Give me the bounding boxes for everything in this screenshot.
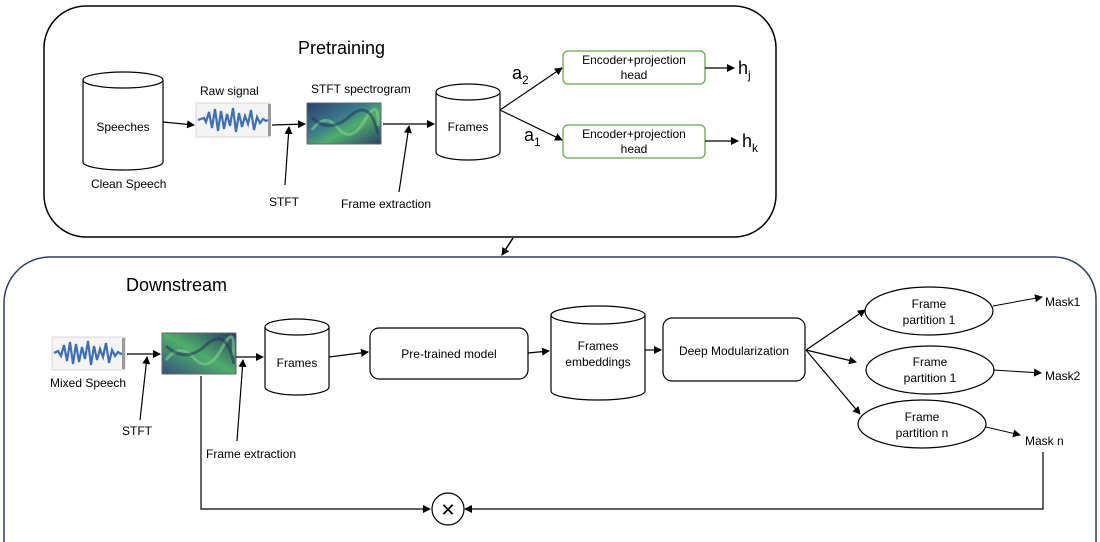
pretrained-model-box: Pre-trained model xyxy=(369,327,529,380)
mask2-label: Mask2 xyxy=(1045,369,1081,383)
deep-modularization-box: Deep Modularization xyxy=(662,317,806,382)
output-hj-label: hj xyxy=(738,58,751,82)
svg-text:partition 1: partition 1 xyxy=(904,371,957,385)
frame-partition-1: Frame partition 1 xyxy=(864,286,994,336)
svg-text:Encoder+projection: Encoder+projection xyxy=(582,53,686,67)
svg-text:head: head xyxy=(621,142,648,156)
augmentation-a2-label: a2 xyxy=(512,63,529,87)
mixed-speech-waveform-icon xyxy=(51,336,126,371)
downstream-panel: Downstream Mixed Speech STFT Frames Fram… xyxy=(3,256,1097,542)
frame-partition-n: Frame partition n xyxy=(857,399,987,449)
svg-text:Deep Modularization: Deep Modularization xyxy=(679,344,789,358)
frame-partition-2: Frame partition 1 xyxy=(865,345,995,395)
svg-text:Pre-trained model: Pre-trained model xyxy=(401,347,496,361)
frame-extraction-label: Frame extraction xyxy=(341,197,431,211)
pretraining-to-downstream-arrow xyxy=(501,237,514,256)
svg-text:embeddings: embeddings xyxy=(565,355,630,369)
stft-label: STFT xyxy=(122,424,153,438)
speeches-label: Speeches xyxy=(96,120,149,134)
frames-label: Frames xyxy=(277,356,318,370)
svg-text:partition n: partition n xyxy=(896,426,949,440)
output-hk-label: hk xyxy=(742,131,759,155)
pretraining-panel: Pretraining Speeches Clean Speech Raw si… xyxy=(43,5,777,238)
raw-signal-label: Raw signal xyxy=(200,84,259,98)
downstream-frame xyxy=(3,256,1097,542)
mixed-spectrogram-image xyxy=(161,332,237,375)
mask-n-label: Mask n xyxy=(1025,434,1064,448)
encoder-projection-top: Encoder+projection head xyxy=(562,50,706,85)
clean-speech-label: Clean Speech xyxy=(91,177,166,191)
svg-text:Frame: Frame xyxy=(913,355,948,369)
svg-text:Encoder+projection: Encoder+projection xyxy=(582,127,686,141)
stft-spectrogram-label: STFT spectrogram xyxy=(311,82,411,96)
mask1-label: Mask1 xyxy=(1045,295,1081,309)
svg-text:Frame: Frame xyxy=(912,297,947,311)
stft-label: STFT xyxy=(269,195,300,209)
augmentation-a1-label: a1 xyxy=(524,125,541,149)
svg-text:partition 1: partition 1 xyxy=(903,313,956,327)
frames-database: Frames xyxy=(435,83,501,161)
svg-text:Frames: Frames xyxy=(578,339,619,353)
raw-signal-waveform-icon xyxy=(195,102,271,138)
frames-database: Frames xyxy=(264,318,330,396)
pretraining-frame xyxy=(43,5,777,238)
speeches-database: Speeches xyxy=(82,71,164,171)
frames-embeddings-database: Frames embeddings xyxy=(550,305,646,401)
pretraining-title: Pretraining xyxy=(298,38,385,58)
stft-spectrogram-image xyxy=(306,102,382,145)
multiply-operator-icon: ✕ xyxy=(431,492,465,526)
downstream-title: Downstream xyxy=(126,275,227,295)
frame-extraction-label: Frame extraction xyxy=(206,447,296,461)
mixed-speech-label: Mixed Speech xyxy=(50,376,126,390)
svg-text:head: head xyxy=(621,68,648,82)
encoder-projection-bottom: Encoder+projection head xyxy=(562,124,706,159)
frames-label: Frames xyxy=(448,120,489,134)
svg-text:✕: ✕ xyxy=(440,500,455,520)
svg-text:Frame: Frame xyxy=(905,410,940,424)
